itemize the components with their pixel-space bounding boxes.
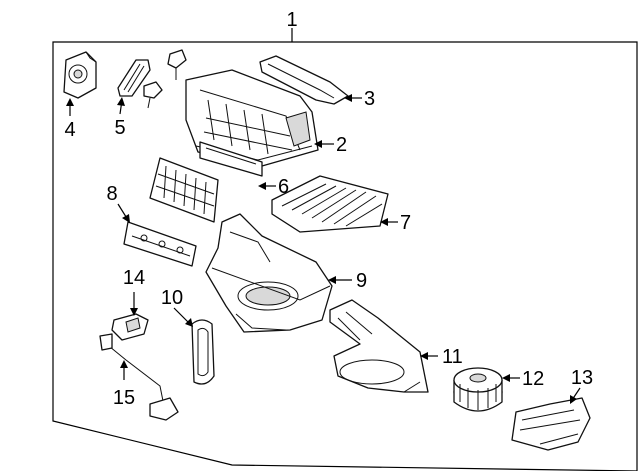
- callout-6: 6: [278, 176, 289, 198]
- callout-5: 5: [114, 117, 125, 139]
- callout-4: 4: [64, 119, 75, 141]
- connector-lower[interactable]: [143, 81, 163, 109]
- part-11-blower-housing[interactable]: [329, 299, 429, 393]
- part-3-seal[interactable]: [259, 55, 349, 105]
- callout-1: 1: [286, 9, 297, 31]
- callout-7: 7: [400, 212, 411, 234]
- callout-3: 3: [364, 88, 375, 110]
- part-9-lower-case[interactable]: [205, 213, 333, 333]
- part-7-filter[interactable]: [271, 175, 389, 233]
- connector-top[interactable]: [167, 49, 187, 80]
- part-4-actuator[interactable]: [63, 51, 97, 99]
- callout-labels: 1 2 3 4 5 6 7 8 9 10 11 12 13 14 15: [64, 9, 593, 409]
- part-12-blower-motor[interactable]: [453, 367, 503, 412]
- assembly-frame: [52, 41, 638, 471]
- callout-11: 11: [442, 346, 463, 368]
- part-10-gasket[interactable]: [191, 319, 215, 385]
- part-2-upper-case[interactable]: [185, 69, 319, 167]
- callout-8: 8: [106, 183, 117, 205]
- part-15-harness[interactable]: [99, 333, 179, 421]
- callout-15: 15: [113, 387, 135, 409]
- callout-13: 13: [571, 367, 593, 389]
- part-13-cover[interactable]: [511, 397, 591, 451]
- callout-10: 10: [161, 287, 183, 309]
- callout-14: 14: [123, 267, 145, 289]
- callout-12: 12: [522, 368, 544, 390]
- part-14-sensor[interactable]: [111, 313, 149, 341]
- leader-lines: [66, 28, 581, 404]
- part-8-bracket[interactable]: [123, 221, 197, 267]
- callout-2: 2: [336, 134, 347, 156]
- part-6-grille[interactable]: [149, 141, 263, 223]
- callout-9: 9: [356, 270, 367, 292]
- part-5-duct[interactable]: [117, 59, 151, 97]
